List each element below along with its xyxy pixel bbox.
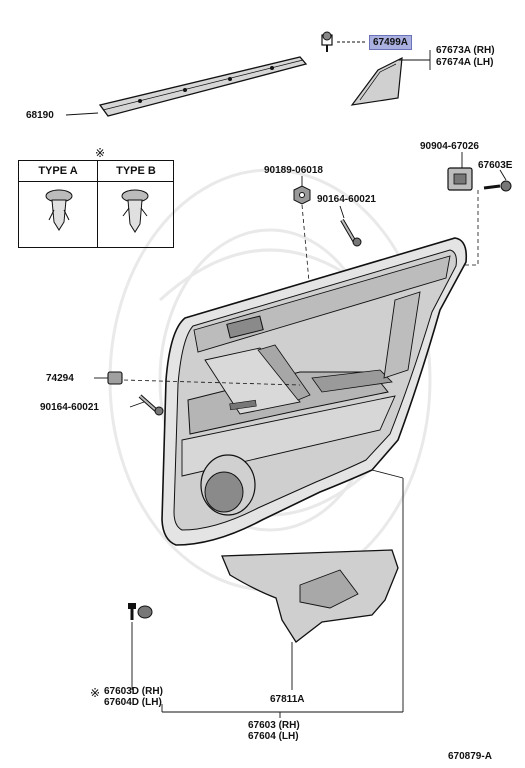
label-74294[interactable]: 74294 [46,373,74,384]
leader-68190 [65,112,99,116]
part-67603E-screw[interactable] [483,180,512,192]
label-67603[interactable]: 67603 (RH) [248,720,300,731]
leader-67603E [499,169,507,181]
label-67811A[interactable]: 67811A [270,694,305,705]
clip-type-a-drawing [45,189,73,231]
label-90189-06018[interactable]: 90189-06018 [264,165,323,176]
diagram-code: 670879-A [448,751,492,762]
leader-90164-left [129,401,145,408]
part-90189-06018-nut[interactable] [293,185,311,205]
label-68190[interactable]: 68190 [26,110,54,121]
part-90164-60021-screw-top[interactable] [340,218,362,247]
label-90164-60021-left[interactable]: 90164-60021 [40,402,99,413]
type-a-header: TYPE A [38,165,78,177]
leader-panel-to-bracket [371,469,404,479]
label-67603E[interactable]: 67603E [478,160,513,171]
part-67499A-clip[interactable] [321,31,333,52]
label-67604[interactable]: 67604 (LH) [248,731,299,742]
part-68190-moulding[interactable] [98,56,308,117]
part-67673A-garnish[interactable] [350,56,403,106]
type-table-divider-h [19,181,173,182]
part-90164-60021-screw-left[interactable] [138,394,164,416]
part-90904-67026-bracket[interactable] [447,167,473,191]
label-90904-67026[interactable]: 90904-67026 [420,141,479,152]
label-67499A[interactable]: 67499A [369,35,413,50]
clip-type-table: TYPE A TYPE B [18,160,174,248]
part-67603D-clip[interactable] [128,603,153,620]
clip-type-drawings [45,189,149,233]
label-67674A[interactable]: 67674A (LH) [436,57,494,68]
note-mark-type: ※ [95,146,106,160]
part-67811A-lower-pad[interactable] [221,549,399,643]
guide-74294-panel [123,379,301,386]
bracket-assembly-67603 [161,478,404,718]
label-67673A[interactable]: 67673A (RH) [436,45,495,56]
part-door-trim-panel[interactable] [161,237,468,546]
clip-type-b-drawing [121,189,149,233]
label-67604D[interactable]: 67604D (LH) [104,697,162,708]
type-b-header: TYPE B [116,165,156,177]
part-74294-clip[interactable] [107,371,123,385]
note-mark-67603D: ※ [90,686,101,700]
label-90164-60021-top[interactable]: 90164-60021 [317,194,376,205]
leader-90164-top [339,205,345,219]
type-table-divider-v [97,161,98,247]
leader-67673A-bracket [398,50,431,70]
label-67603D[interactable]: 67603D (RH) [104,686,163,697]
